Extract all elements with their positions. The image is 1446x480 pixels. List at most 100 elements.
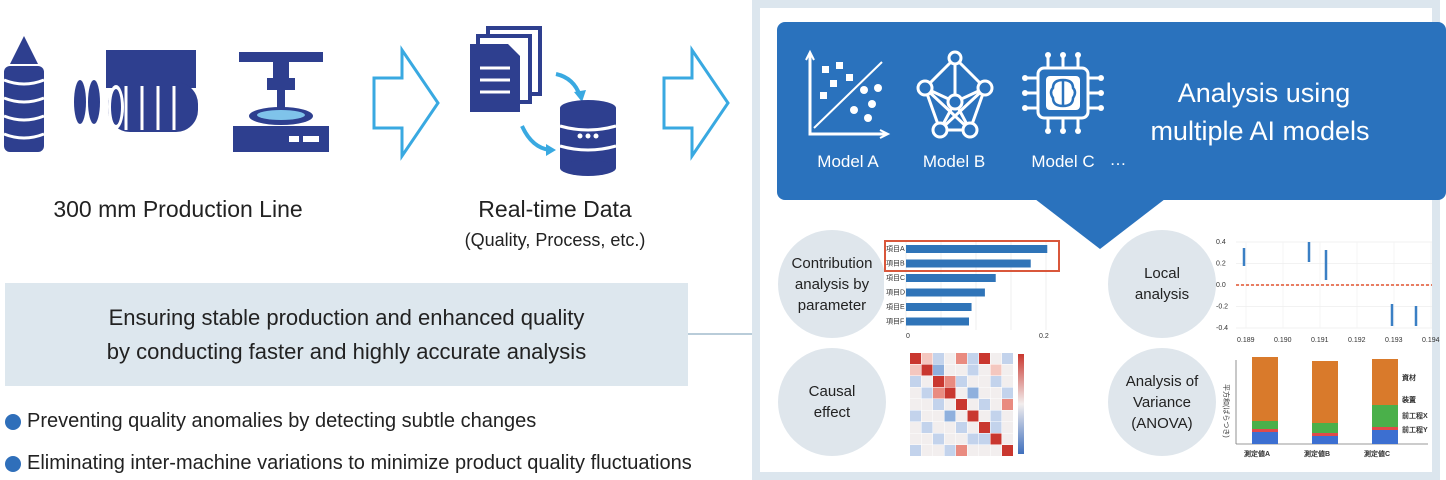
heatmap-cell xyxy=(990,376,1002,387)
tick-label: 0.2 xyxy=(1039,333,1049,340)
heatmap-cell xyxy=(967,353,979,364)
bullet-dot-icon xyxy=(5,413,21,430)
contribution-bar xyxy=(906,259,1031,268)
heatmap-cell xyxy=(979,445,990,456)
contribution-bar xyxy=(906,288,985,297)
x-tick-label: 0.193 xyxy=(1385,337,1403,344)
legend-label: 資材 xyxy=(1402,373,1416,382)
neural-network-icon xyxy=(910,50,1000,145)
heatmap-cell xyxy=(1002,387,1013,399)
x-tick-label: 0.189 xyxy=(1237,337,1255,344)
stacked-bar-segment xyxy=(1372,430,1398,444)
heatmap-cell xyxy=(910,410,921,422)
heatmap-cell xyxy=(921,353,933,364)
ai-title-line-2: multiple AI models xyxy=(1150,116,1370,146)
heatmap-cell xyxy=(921,399,933,410)
heatmap-cell xyxy=(990,433,1002,445)
heatmap-cell xyxy=(910,353,921,364)
category-label: 測定値A xyxy=(1244,449,1270,458)
heatmap-cell xyxy=(933,433,944,445)
heatmap-cell xyxy=(933,422,944,433)
heatmap-cell xyxy=(933,399,944,410)
heatmap-cell xyxy=(956,399,967,410)
heatmap-cell xyxy=(921,445,933,456)
summary-line-1: Ensuring stable production and enhanced … xyxy=(108,304,585,330)
heatmap-cell xyxy=(967,364,979,376)
heatmap-cell xyxy=(979,433,990,445)
heatmap-cell xyxy=(921,376,933,387)
stacked-bar-segment xyxy=(1312,436,1338,444)
cylinder-ingot-icon xyxy=(0,36,48,161)
stacked-bar-segment xyxy=(1252,432,1278,444)
more-models-ellipsis: … xyxy=(1109,150,1127,169)
highlight-box xyxy=(884,240,1060,272)
heatmap-cell xyxy=(933,364,944,376)
realtime-data-label: Real-time Data xyxy=(478,196,632,222)
bar-category-label: 項目F xyxy=(886,318,904,326)
causal-effect-heatmap xyxy=(910,353,1024,456)
heatmap-cell xyxy=(1002,410,1013,422)
causal-effect-circle: Causal effect xyxy=(778,348,886,456)
local-line-2: analysis xyxy=(1134,286,1190,303)
heatmap-cell xyxy=(979,376,990,387)
heatmap-cell xyxy=(967,422,979,433)
realtime-data-sublabel: (Quality, Process, etc.) xyxy=(464,230,646,250)
heatmap-cell xyxy=(933,410,944,422)
ai-chip-brain-icon xyxy=(1020,50,1106,141)
heatmap-cell xyxy=(979,387,990,399)
category-label: 測定値B xyxy=(1304,449,1330,458)
heatmap-cell xyxy=(990,353,1002,364)
anova-circle: Analysis of Variance (ANOVA) xyxy=(1108,348,1216,456)
heatmap-cell xyxy=(979,422,990,433)
heatmap-cell xyxy=(1002,376,1013,387)
heatmap-cell xyxy=(921,387,933,399)
x-tick-label: 0.194 xyxy=(1422,337,1440,344)
heatmap-cell xyxy=(921,433,933,445)
heatmap-cell xyxy=(910,445,921,456)
wafer-polishing-machine-icon xyxy=(233,52,329,157)
anova-line-3: (ANOVA) xyxy=(1131,414,1193,432)
contribution-bar xyxy=(906,245,1048,253)
heatmap-cell xyxy=(967,410,979,422)
flow-arrow-icon xyxy=(372,45,440,161)
heatmap-cell xyxy=(933,445,944,456)
heatmap-cell xyxy=(990,422,1002,433)
tick-label: 0 xyxy=(906,333,910,340)
heatmap-cell xyxy=(1002,422,1013,433)
heatmap-cell xyxy=(921,364,933,376)
heatmap-cell xyxy=(1002,364,1013,376)
ai-title-line-1: Analysis using xyxy=(1177,78,1351,108)
bar-category-label: 項目E xyxy=(886,303,905,311)
heatmap-cell xyxy=(967,433,979,445)
bullet-text: Preventing quality anomalies by detectin… xyxy=(27,410,537,432)
scatter-plot-icon xyxy=(805,49,891,143)
heatmap-cell xyxy=(956,364,967,376)
heatmap-cell xyxy=(1002,353,1013,364)
heatmap-cell xyxy=(910,399,921,410)
heatmap-cell xyxy=(990,399,1002,410)
stacked-bar-segment xyxy=(1312,423,1338,433)
heatmap-cell xyxy=(967,445,979,456)
heatmap-cell xyxy=(910,422,921,433)
heatmap-cell xyxy=(910,387,921,399)
heatmap-cell xyxy=(956,410,967,422)
stacked-bar-segment xyxy=(1372,359,1398,405)
heatmap-cell xyxy=(979,410,990,422)
stacked-bar-segment xyxy=(1372,427,1398,430)
heatmap-cell xyxy=(944,445,956,456)
x-tick-label: 0.192 xyxy=(1348,337,1366,344)
heatmap-cell xyxy=(1002,399,1013,410)
flow-arrow-icon xyxy=(662,45,730,161)
model-label: Model C xyxy=(1031,152,1095,171)
contribution-analysis-circle: Contribution analysis by parameter xyxy=(778,230,886,338)
heatmap-cell xyxy=(979,399,990,410)
stacked-bar-segment xyxy=(1312,433,1338,436)
contribution-line-2: analysis by xyxy=(794,275,870,293)
heatmap-cell xyxy=(944,353,956,364)
heatmap-cell xyxy=(956,376,967,387)
stacked-bar-segment xyxy=(1252,429,1278,432)
heatmap-cell xyxy=(990,364,1002,376)
legend-label: 装置 xyxy=(1401,395,1416,404)
heatmap-cell xyxy=(956,445,967,456)
local-analysis-circle: Local analysis xyxy=(1108,230,1216,338)
